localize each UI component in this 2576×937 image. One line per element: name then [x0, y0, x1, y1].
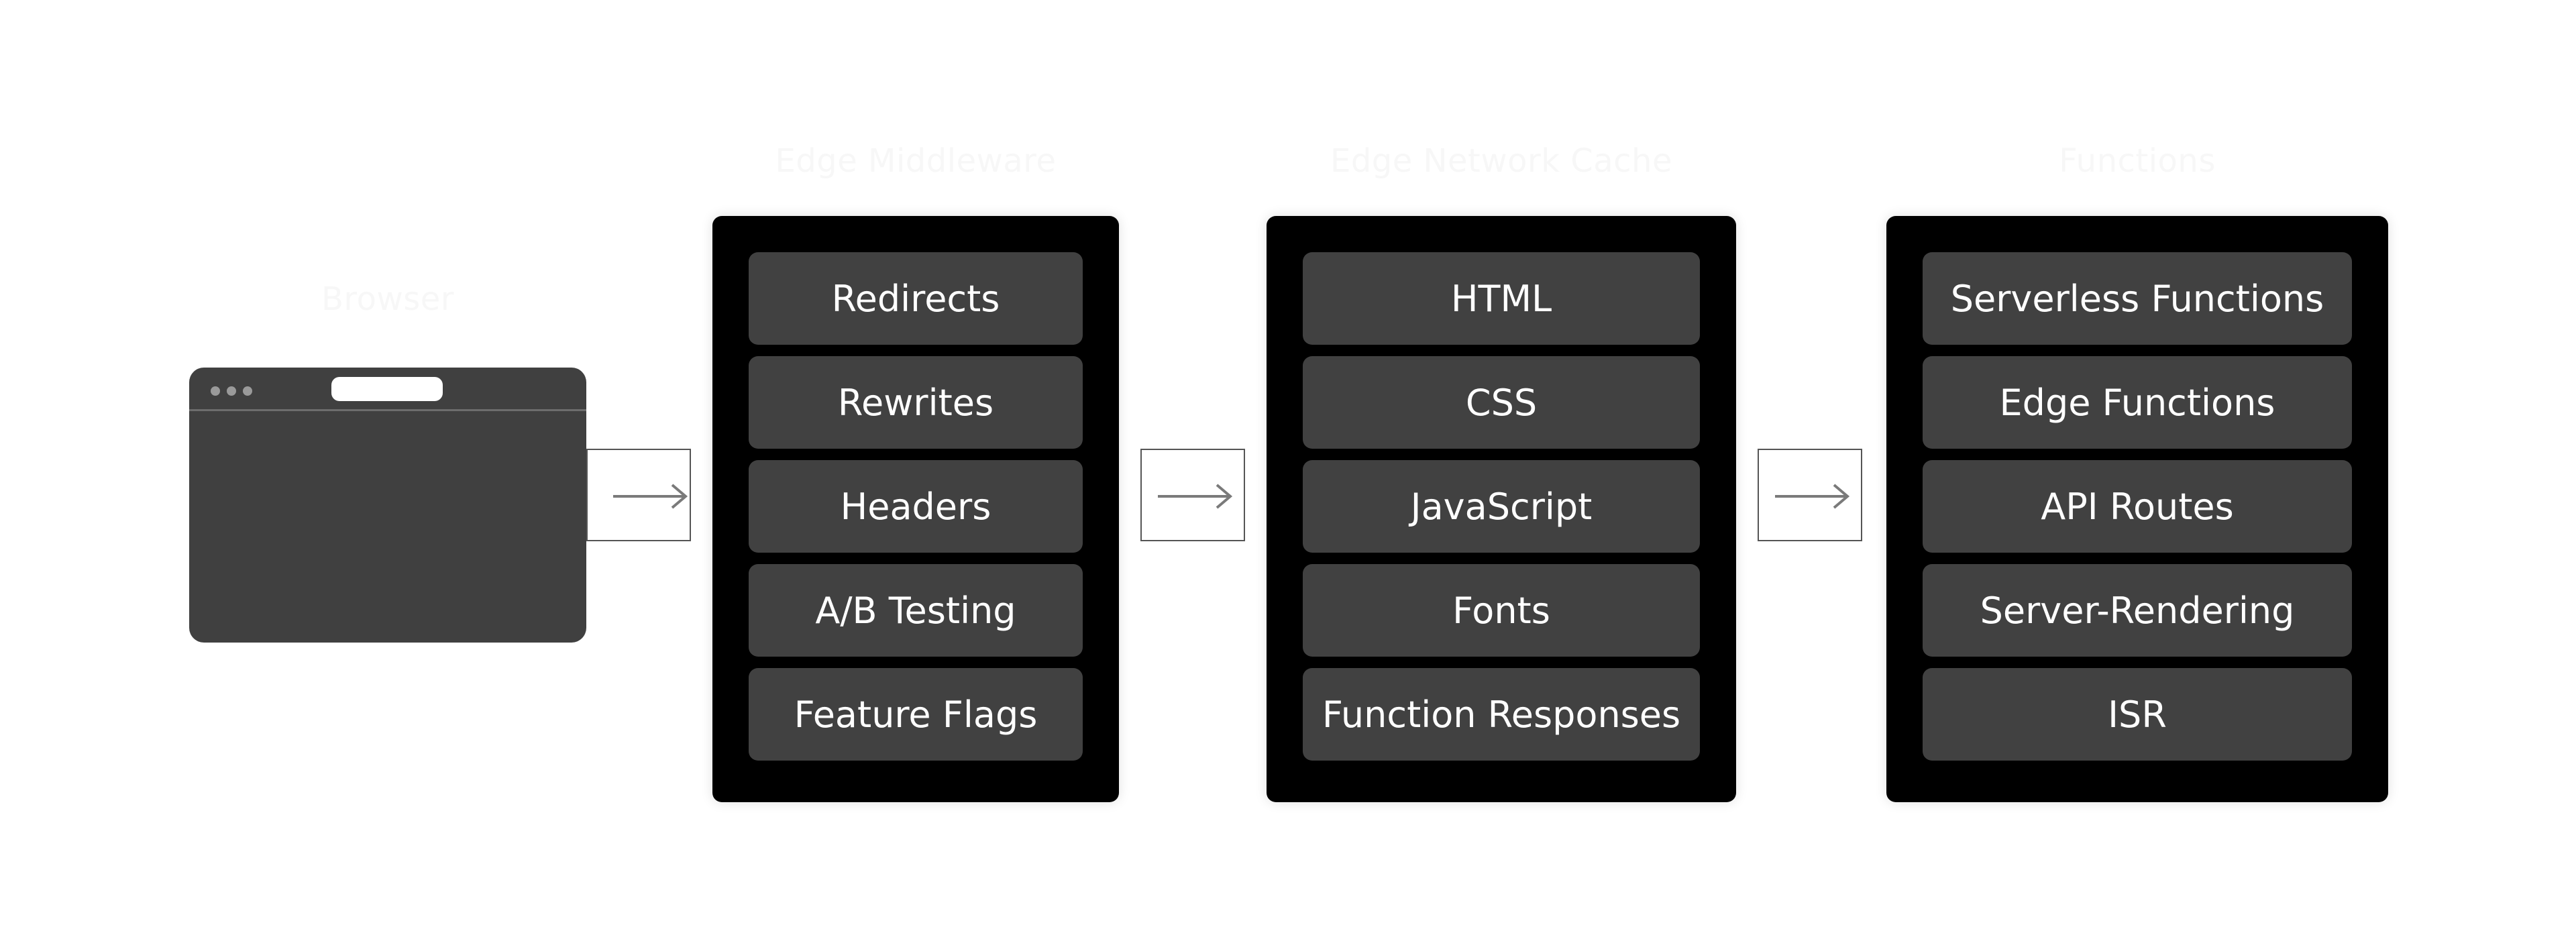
browser-address-bar: [331, 377, 443, 401]
browser-titlebar: [189, 368, 586, 409]
item-function-responses: Function Responses: [1303, 668, 1700, 761]
functions-heading: Functions: [2059, 142, 2216, 180]
item-javascript: JavaScript: [1303, 460, 1700, 553]
item-html: HTML: [1303, 252, 1700, 345]
item-css: CSS: [1303, 356, 1700, 449]
item-headers: Headers: [749, 460, 1083, 553]
functions-panel: Serverless Functions Edge Functions API …: [1886, 216, 2388, 802]
window-dot-icon: [243, 386, 252, 396]
item-rewrites: Rewrites: [749, 356, 1083, 449]
item-edge-functions: Edge Functions: [1923, 356, 2352, 449]
window-dot-icon: [211, 386, 220, 396]
browser-heading: Browser: [321, 280, 454, 318]
arrow-right-icon: [613, 484, 688, 509]
browser-window: [189, 368, 586, 643]
window-dot-icon: [227, 386, 236, 396]
item-redirects: Redirects: [749, 252, 1083, 345]
cache-heading: Edge Network Cache: [1330, 142, 1672, 180]
connector-middleware-to-cache: [1140, 449, 1245, 541]
item-fonts: Fonts: [1303, 564, 1700, 657]
middleware-heading: Edge Middleware: [775, 142, 1057, 180]
item-ab-testing: A/B Testing: [749, 564, 1083, 657]
connector-cache-to-functions: [1758, 449, 1862, 541]
item-isr: ISR: [1923, 668, 2352, 761]
cache-panel: HTML CSS JavaScript Fonts Function Respo…: [1267, 216, 1736, 802]
item-serverless-functions: Serverless Functions: [1923, 252, 2352, 345]
item-api-routes: API Routes: [1923, 460, 2352, 553]
item-feature-flags: Feature Flags: [749, 668, 1083, 761]
browser-divider: [189, 409, 586, 411]
connector-browser-to-middleware: [586, 449, 691, 541]
middleware-panel: Redirects Rewrites Headers A/B Testing F…: [712, 216, 1119, 802]
item-server-rendering: Server-Rendering: [1923, 564, 2352, 657]
arrow-right-icon: [1775, 484, 1850, 509]
arrow-right-icon: [1158, 484, 1233, 509]
